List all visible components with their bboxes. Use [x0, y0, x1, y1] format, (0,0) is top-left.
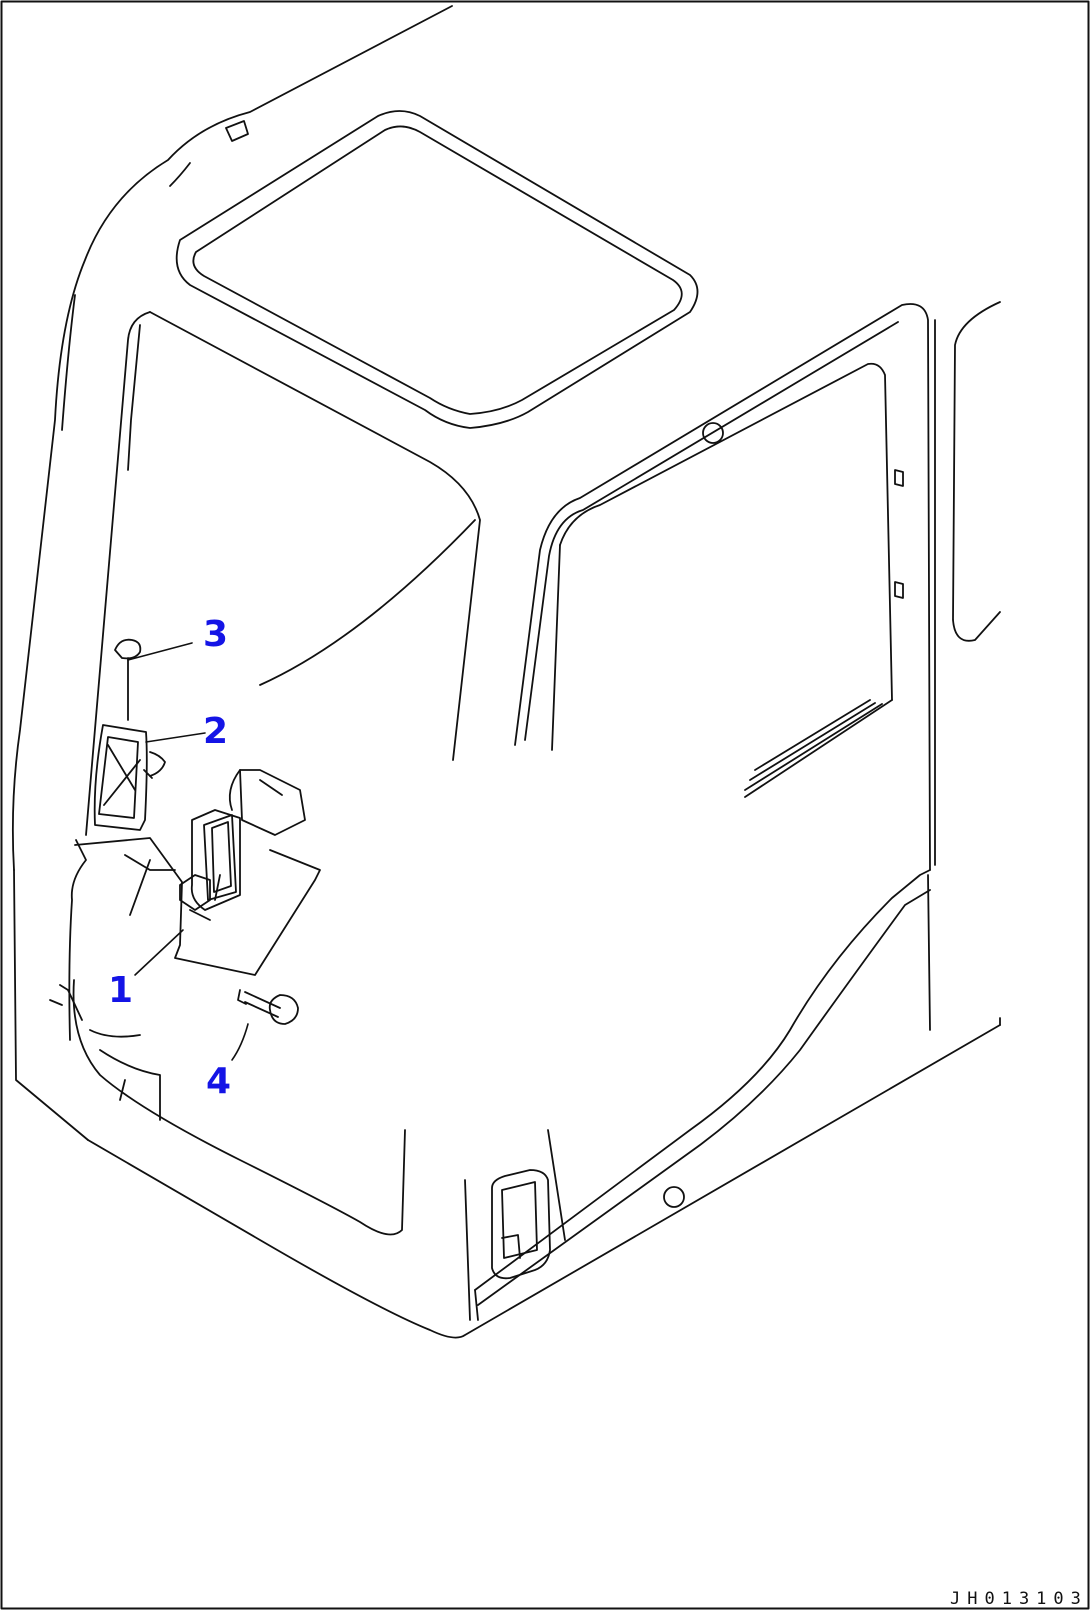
leader-line-4: [231, 1023, 249, 1061]
callout-4: 4: [206, 1061, 231, 1102]
door-frame: [514, 303, 936, 1031]
leader-line-2: [145, 732, 206, 743]
callout-3: 3: [203, 614, 228, 655]
door-lower-edge: [474, 869, 931, 1321]
leader-line-3: [127, 642, 193, 661]
cab-lower-body: [72, 979, 566, 1321]
door-bumper: [702, 422, 724, 444]
drawing-id: JH013103: [950, 1589, 1088, 1609]
bolt-part-4: [237, 989, 299, 1025]
door-handle: [491, 1169, 551, 1280]
callout-2: 2: [203, 711, 228, 752]
callout-labels: 1 2 3 4: [108, 614, 231, 1102]
cab-body-outline: [11, 5, 1001, 1339]
mirror-part-2: [93, 724, 166, 831]
left-pillar: [49, 839, 161, 1121]
door-bumper-lower: [663, 1186, 685, 1208]
bracket-part-1: [74, 769, 321, 976]
front-windshield: [85, 311, 481, 836]
rear-window: [952, 301, 1001, 642]
callout-1: 1: [108, 970, 133, 1011]
leader-line-1: [134, 929, 184, 976]
roof-window: [175, 110, 699, 429]
leader-lines: [127, 642, 249, 1061]
rivet-part-3: [114, 638, 142, 721]
